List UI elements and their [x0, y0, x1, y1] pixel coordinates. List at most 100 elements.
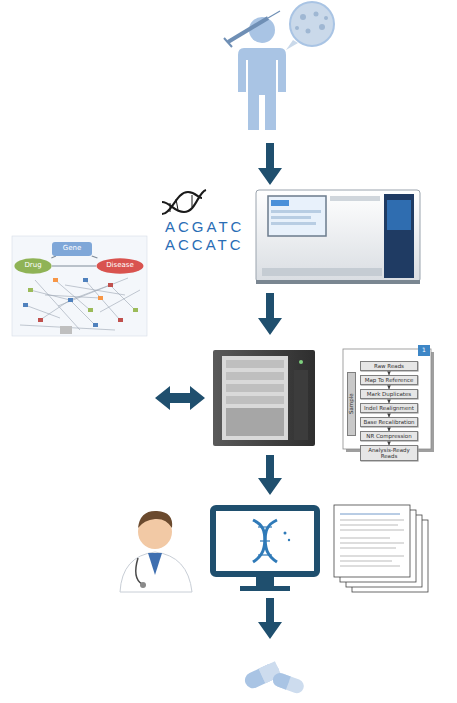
- sequence-text: ACGATC: [165, 218, 244, 235]
- node-text: Disease: [106, 262, 134, 270]
- node-text: Drug: [24, 262, 41, 270]
- dna-helix: [162, 190, 206, 214]
- sequencer-machine: [268, 196, 326, 236]
- report-pages: [340, 566, 400, 567]
- pills: [280, 674, 290, 689]
- node-text: Mark Duplicates: [367, 391, 411, 397]
- network-points: [133, 308, 138, 312]
- monitor: [253, 520, 277, 562]
- sequencer-machine: [256, 190, 420, 282]
- cell-bubble: [324, 16, 328, 20]
- cell-bubble: [319, 24, 325, 30]
- server-tower: [294, 370, 308, 440]
- node-text: Base Recalibration: [363, 419, 414, 425]
- report-pages: [340, 556, 404, 557]
- process-box: Base Recalibration: [360, 417, 418, 427]
- node-text: Analysis-Ready Reads: [362, 447, 416, 459]
- monitor: [260, 540, 270, 541]
- cell-bubble: [286, 2, 334, 50]
- callout-number: 1: [418, 346, 430, 353]
- sequencer-machine: [256, 190, 420, 284]
- node-text: Gene: [63, 245, 81, 253]
- patient-figure: [238, 48, 286, 130]
- syringe: [224, 11, 280, 47]
- node-text: NR Compression: [366, 433, 411, 439]
- network-points: [53, 278, 58, 282]
- sequencer-machine: [271, 210, 321, 213]
- server-tower: [226, 372, 284, 380]
- flow-arrows: [258, 598, 282, 639]
- pills: [242, 661, 305, 695]
- server-tower: [226, 408, 284, 436]
- network-points: [98, 296, 103, 300]
- doctor-figure: [136, 558, 142, 584]
- dna-helix: [192, 195, 193, 207]
- cell-bubble: [290, 2, 334, 46]
- report-pages: [334, 505, 428, 592]
- network-points: [88, 308, 93, 312]
- sequencer-machine: [384, 194, 414, 278]
- process-box: Map To Reference: [360, 375, 418, 385]
- process-box: Raw Reads: [360, 361, 418, 371]
- cell-bubble: [300, 14, 306, 20]
- process-box: Indel Realignment: [360, 403, 418, 413]
- report-pages: [340, 530, 404, 531]
- network-graph: [45, 295, 100, 298]
- server-tower: [222, 356, 288, 440]
- ellipse-shape: [14, 258, 51, 273]
- sequencer-machine: [262, 268, 382, 276]
- sequencer-machine: [330, 196, 380, 201]
- sequencer-machine: [256, 280, 420, 284]
- server-tower: [299, 360, 303, 364]
- flow-arrows: [155, 386, 205, 410]
- flow-arrows: [258, 455, 282, 495]
- flow-arrows: [258, 143, 282, 185]
- monitor: [240, 586, 290, 591]
- monitor: [213, 508, 317, 591]
- drug-ellipse: Drug: [14, 258, 52, 274]
- cell-bubble: [286, 40, 298, 50]
- node-text: Indel Realignment: [364, 405, 414, 411]
- monitor: [284, 532, 287, 535]
- network-points: [28, 288, 33, 292]
- monitor: [256, 577, 274, 587]
- process-box: Analysis-Ready Reads: [360, 445, 418, 461]
- report-pages: [340, 543, 404, 544]
- network-points: [68, 298, 73, 302]
- sequence-text: ACCATC: [165, 236, 244, 253]
- network-link: [51, 256, 56, 258]
- network-link: [52, 265, 96, 266]
- network-points: [23, 278, 138, 334]
- report-pages: [340, 514, 400, 515]
- sequencer-machine: [387, 200, 411, 230]
- doctor-figure: [138, 511, 172, 528]
- monitor: [258, 526, 272, 527]
- monitor: [253, 520, 277, 562]
- server-tower: [213, 350, 315, 446]
- sequencer-machine: [271, 222, 316, 225]
- disease-ellipse: Disease: [96, 258, 144, 274]
- doctor-figure: [120, 552, 192, 592]
- group-label: Sample: [347, 372, 356, 436]
- network-graph: [110, 285, 135, 310]
- monitor: [288, 539, 290, 541]
- report-pages: [340, 525, 398, 526]
- workflow-sheet: [343, 349, 431, 449]
- network-points: [118, 318, 123, 322]
- flow-arrows: [258, 293, 282, 335]
- syringe: [268, 11, 280, 18]
- workflow-sheet: [343, 345, 434, 452]
- sequencer-machine: [271, 216, 311, 219]
- network-graph: [100, 290, 140, 312]
- doctor-figure: [120, 511, 192, 592]
- network-points: [38, 318, 43, 322]
- server-tower: [226, 384, 284, 392]
- network-graph: [12, 236, 147, 336]
- sequencer-machine: [271, 200, 289, 206]
- network-points: [93, 323, 98, 327]
- process-box: NR Compression: [360, 431, 418, 441]
- monitor: [258, 554, 272, 555]
- pills: [271, 671, 291, 690]
